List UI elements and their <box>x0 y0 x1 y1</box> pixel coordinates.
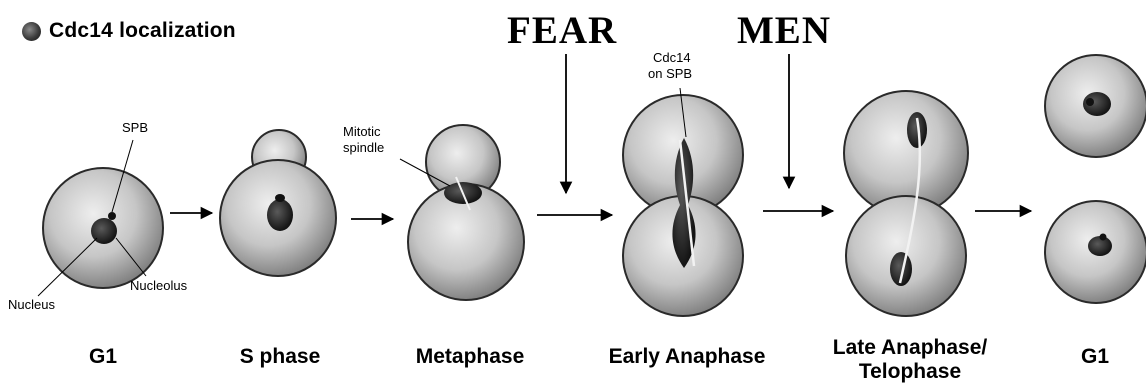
phase-label-late-anaphase-line2: Telophase <box>810 359 1010 384</box>
g1-daughter-cells <box>1045 55 1146 303</box>
early-anaphase-cell <box>623 88 743 316</box>
nucleolus-label: Nucleolus <box>130 278 187 293</box>
s-phase-cell <box>220 130 336 276</box>
mitotic-spindle-label-line2: spindle <box>343 140 384 155</box>
phase-label-g1-start: G1 <box>63 344 143 369</box>
late-anaphase-cell <box>844 91 968 316</box>
phase-label-g1-end: G1 <box>1060 344 1130 369</box>
phase-label-early-anaphase: Early Anaphase <box>592 344 782 369</box>
phase-label-s-phase: S phase <box>220 344 340 369</box>
metaphase-cell <box>400 125 524 300</box>
phase-label-late-anaphase-line1: Late Anaphase/ <box>810 335 1010 360</box>
cdc14-on-spb-label-line2: on SPB <box>648 66 692 81</box>
phase-label-metaphase: Metaphase <box>395 344 545 369</box>
nucleus-label: Nucleus <box>8 297 55 312</box>
cdc14-on-spb-label-line1: Cdc14 <box>653 50 691 65</box>
g1-cell <box>38 140 163 296</box>
spb-label: SPB <box>122 120 148 135</box>
mitotic-spindle-label-line1: Mitotic <box>343 124 381 139</box>
